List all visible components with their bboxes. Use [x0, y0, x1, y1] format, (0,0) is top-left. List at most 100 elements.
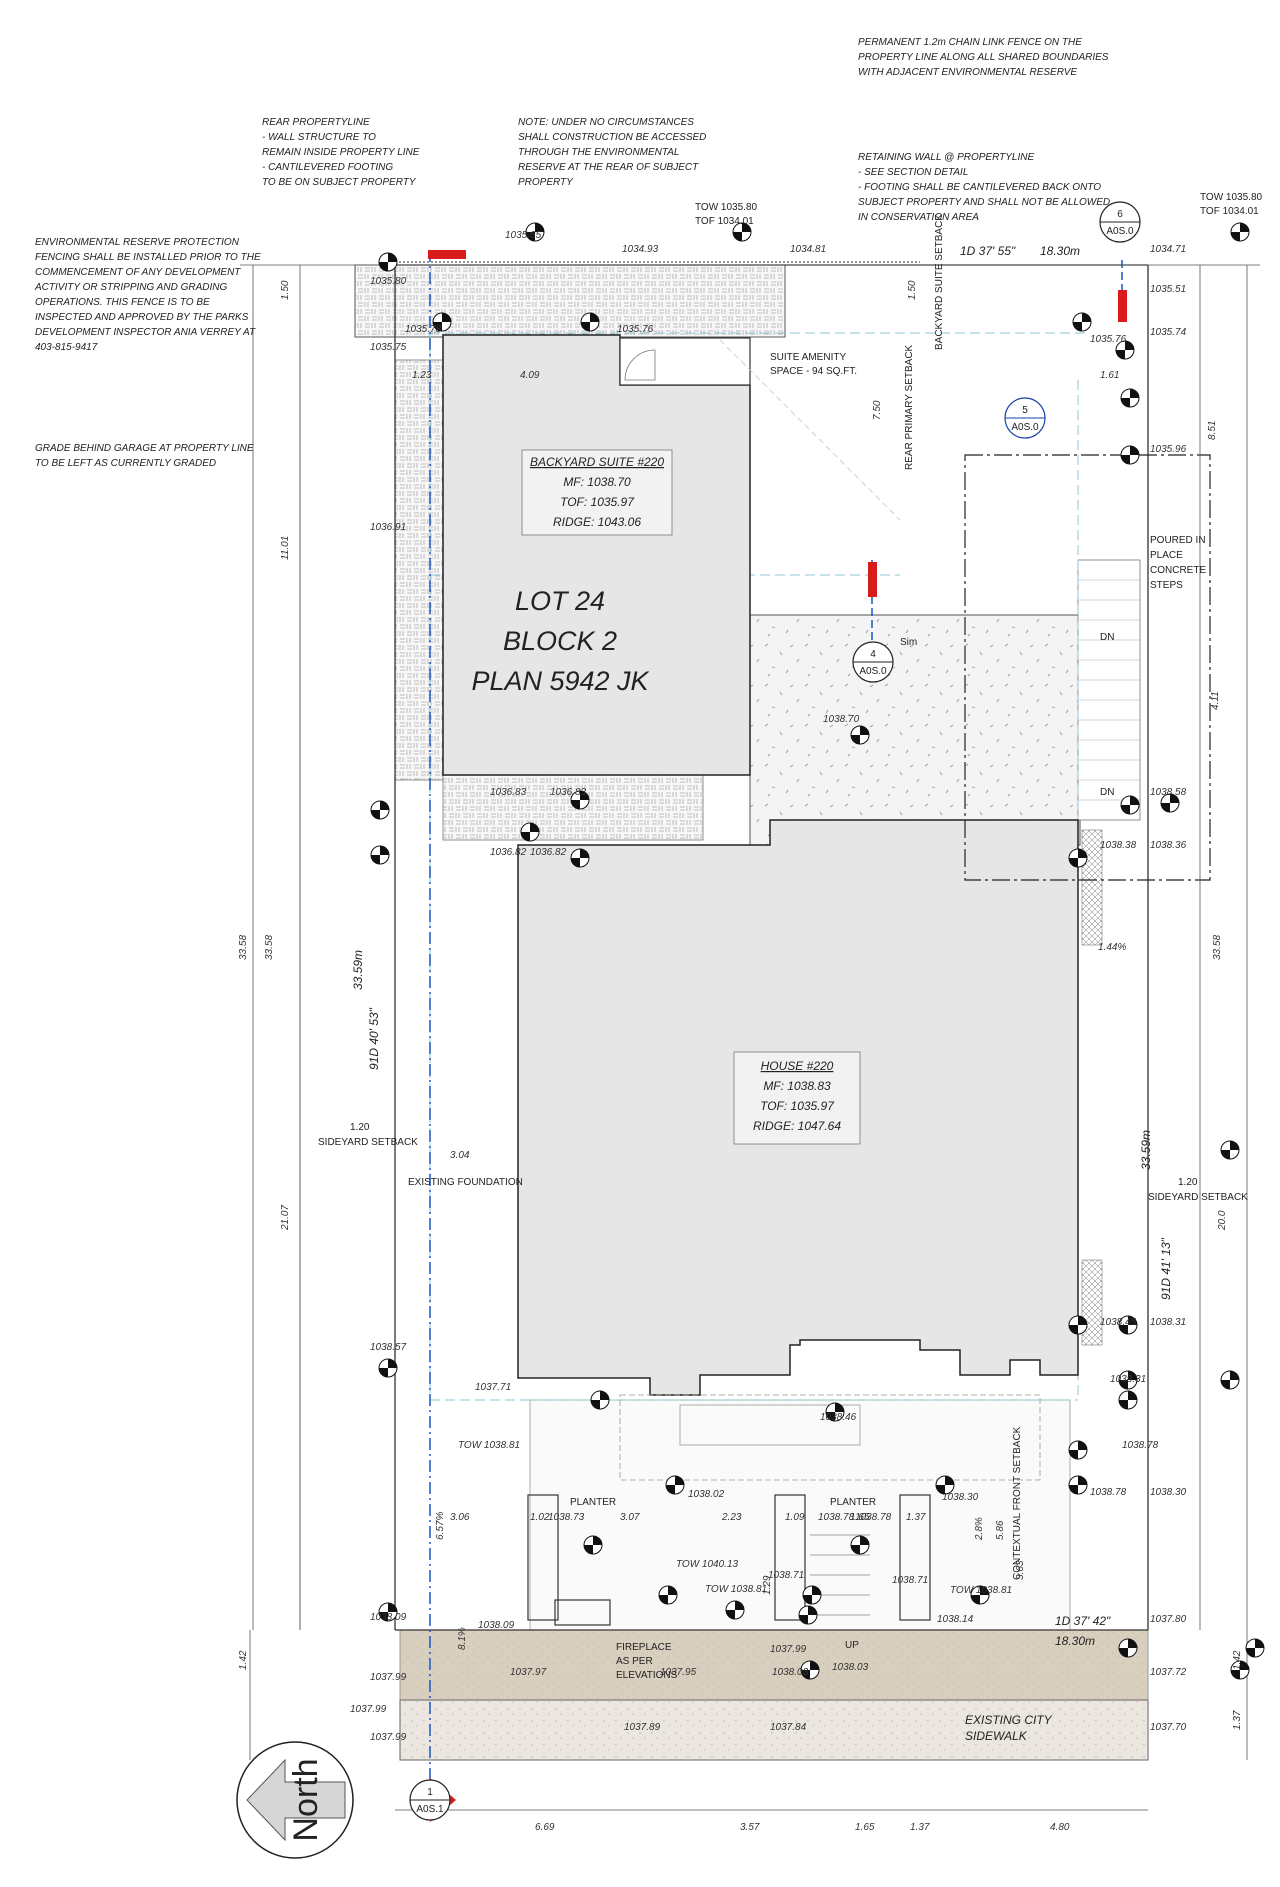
- note-line: SPACE - 94 SQ.FT.: [770, 366, 857, 377]
- elevation-spot-icon: [580, 312, 600, 332]
- suite-tof: TOF: 1035.97: [560, 495, 635, 509]
- elevation-label: 1037.89: [624, 1722, 661, 1733]
- dimension-label: 1.02: [530, 1512, 550, 1523]
- dimension-label: 1.65: [855, 1822, 875, 1833]
- up-label: UP: [845, 1640, 859, 1651]
- note-line: 1.20: [1178, 1177, 1198, 1188]
- dimension-label: 6.57%: [435, 1512, 446, 1540]
- section-ref: A0S.0: [1106, 226, 1134, 237]
- elevation-label: 1037.80: [1150, 1614, 1187, 1625]
- dimension-label: 1.29: [762, 1575, 773, 1595]
- dimension-label: 1.09: [785, 1512, 805, 1523]
- planter-label: PLANTER: [570, 1497, 616, 1508]
- note-line: IN CONSERVATION AREA: [858, 212, 979, 223]
- dim-lines: [240, 264, 1260, 1811]
- note-line: - WALL STRUCTURE TO: [262, 132, 376, 143]
- note-sideyard-right: 1.20 SIDEYARD SETBACK: [1148, 1177, 1248, 1203]
- elevation-spot-icon: [1120, 445, 1140, 465]
- dimension-label: 8.1%: [457, 1627, 468, 1650]
- elevation-spot-icon: [970, 1585, 990, 1605]
- note-line: REAR PROPERTYLINE: [262, 117, 370, 128]
- elevation-label: 1038.78: [855, 1512, 892, 1523]
- note-line: PLACE: [1150, 550, 1183, 561]
- elevation-spot-icon: [665, 1475, 685, 1495]
- note-line: COMMENCEMENT OF ANY DEVELOPMENT: [35, 267, 241, 278]
- dimension-label: 3.07: [620, 1512, 640, 1523]
- elevation-spot-icon: [1230, 1660, 1250, 1680]
- elevation-label: 1035.75: [370, 342, 407, 353]
- elevation-label: 1037.97: [510, 1667, 547, 1678]
- tow-top-right: TOW 1035.80 TOF 1034.01: [1200, 192, 1263, 217]
- elevation-label: 1037.70: [1150, 1722, 1187, 1733]
- elevation-spot-icon: [1072, 312, 1092, 332]
- note-line: - CANTILEVERED FOOTING: [262, 162, 393, 173]
- note-line: ENVIRONMENTAL RESERVE PROTECTION: [35, 237, 240, 248]
- elevation-spot-icon: [1245, 1638, 1265, 1658]
- dimension-label: 8.51: [1207, 421, 1218, 440]
- dn-label: DN: [1100, 787, 1114, 798]
- section-num: 6: [1117, 209, 1123, 220]
- bearing-bottom: 1D 37' 42": [1055, 1614, 1111, 1628]
- bearing-left-length: 33.59m: [351, 950, 365, 990]
- elevation-label: 1035.65: [505, 230, 542, 241]
- elevation-spot-icon: [1220, 1370, 1240, 1390]
- suite-title: BACKYARD SUITE #220: [530, 455, 664, 469]
- note-line: NOTE: UNDER NO CIRCUMSTANCES: [518, 117, 694, 128]
- dimension-label: 33.58: [238, 935, 249, 960]
- elevation-label: 1037.99: [370, 1732, 407, 1743]
- elevation-spot-icon: [1160, 793, 1180, 813]
- bearing-left: 91D 40' 53": [367, 1007, 381, 1070]
- note-line: AS PER: [616, 1656, 653, 1667]
- dimension-label: 7.50: [872, 400, 883, 420]
- elevation-spot-icon: [1120, 388, 1140, 408]
- dimension-label: 1.23: [412, 370, 432, 381]
- elevation-label: 1037.95: [660, 1667, 697, 1678]
- note-line: REMAIN INSIDE PROPERTY LINE: [262, 147, 420, 158]
- section-ref: A0S.1: [416, 1804, 444, 1815]
- elevation-spot-icon: [1068, 1440, 1088, 1460]
- elevation-label: 1034.71: [1150, 244, 1186, 255]
- dimension-label: 33.58: [264, 935, 275, 960]
- diag-guide: [719, 339, 901, 521]
- note-line: SIDEWALK: [965, 1729, 1028, 1743]
- dimension-label: 1.37: [906, 1512, 926, 1523]
- elevation-label: 1038.03: [832, 1662, 869, 1673]
- house-title: HOUSE #220: [761, 1059, 834, 1073]
- house-label: HOUSE #220 MF: 1038.83 TOF: 1035.97 RIDG…: [733, 1051, 861, 1145]
- elevation-label: 1038.03: [772, 1667, 809, 1678]
- bearing-top: 1D 37' 55": [960, 244, 1016, 258]
- note-line: SIDEYARD SETBACK: [1148, 1192, 1248, 1203]
- elevation-label: 1035.76: [1090, 334, 1127, 345]
- note-line: SIDEYARD SETBACK: [318, 1137, 418, 1148]
- elevation-label: 1038.71: [768, 1570, 804, 1581]
- elevation-spot-icon: [378, 1358, 398, 1378]
- elevation-label: 1035.51: [1150, 284, 1186, 295]
- elevation-label: 1038.57: [370, 1342, 407, 1353]
- elevation-label: 1038.58: [1150, 787, 1187, 798]
- left-walkway: [394, 359, 444, 781]
- elevation-spot-icon: [1118, 1390, 1138, 1410]
- dimension-label: 1.37: [1232, 1710, 1243, 1730]
- right-hatch-top: [1081, 829, 1103, 946]
- rear-patio: [354, 264, 786, 338]
- section-num: 4: [870, 649, 876, 660]
- elevation-spot-icon: [798, 1605, 818, 1625]
- elevation-label: 1038.73: [548, 1512, 585, 1523]
- elevation-spot-icon: [370, 845, 390, 865]
- elevation-spot-icon: [935, 1475, 955, 1495]
- section-num: 1: [427, 1787, 433, 1798]
- dimension-label: 1.65: [850, 1512, 870, 1523]
- elevation-spot-icon: [1220, 1140, 1240, 1160]
- note-retaining-wall: RETAINING WALL @ PROPERTYLINE - SEE SECT…: [858, 152, 1110, 223]
- bearing-right-length: 33.59m: [1139, 1130, 1153, 1170]
- note-line: TO BE LEFT AS CURRENTLY GRADED: [35, 458, 216, 469]
- dimension-label: 5.86: [995, 1520, 1006, 1540]
- elevation-label: 1037.84: [770, 1722, 807, 1733]
- elevation-spot-icon: [583, 1535, 603, 1555]
- elevation-label: 1037.99: [770, 1644, 807, 1655]
- house-tof: TOF: 1035.97: [760, 1099, 835, 1113]
- elevation-spot-icon: [800, 1660, 820, 1680]
- note-line: TOW 1035.80: [695, 202, 758, 213]
